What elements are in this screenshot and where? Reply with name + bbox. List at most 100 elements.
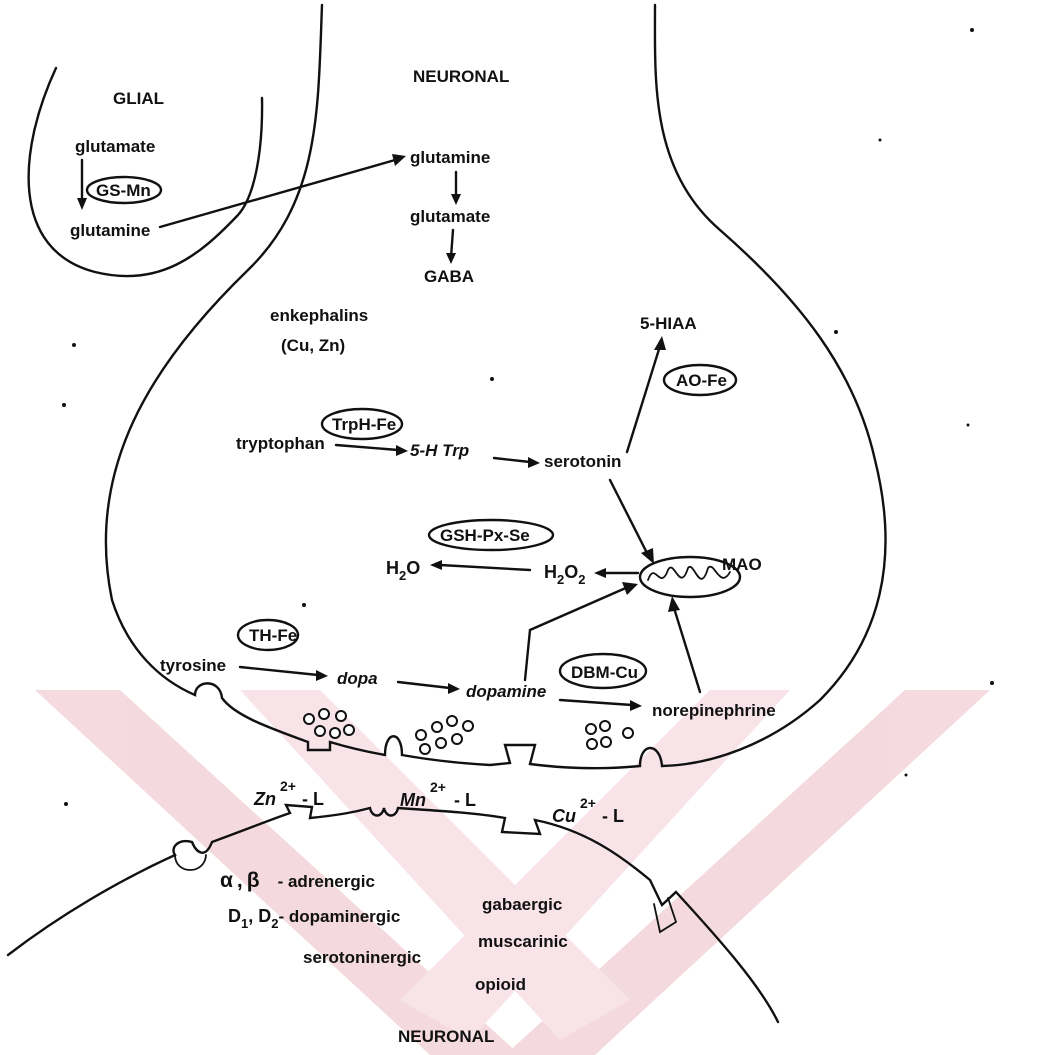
vesicle: [420, 744, 430, 754]
manganese-suffix: - L: [454, 790, 476, 810]
glial-conversion-arrowhead: [77, 198, 87, 210]
copper-charge: 2+: [580, 795, 596, 811]
d2-sub: 2: [271, 916, 278, 931]
speck: [879, 139, 882, 142]
alpha-symbol: α: [220, 869, 233, 892]
glutamine-to-glutamate-arrowhead: [451, 194, 461, 205]
vesicles-middle: [416, 716, 473, 754]
water-label: H2O: [386, 558, 420, 583]
postsynaptic-neuron-label: NEURONAL: [398, 1027, 494, 1046]
vesicle: [452, 734, 462, 744]
d-separator: , D: [248, 906, 271, 926]
manganese-ion: Mn: [400, 790, 426, 810]
peroxide-o-sub: 2: [578, 572, 585, 587]
water-o: O: [406, 558, 420, 578]
dopa-arrowhead: [448, 683, 460, 694]
trph-fe-enzyme: TrpH-Fe: [332, 415, 396, 434]
peroxide-o: O: [564, 562, 578, 582]
tryptophan-arrowhead: [396, 445, 408, 456]
vesicle: [416, 730, 426, 740]
dopamine-to-norepinephrine-arrowhead: [630, 700, 642, 711]
d1-sub: 1: [241, 916, 248, 931]
beta-symbol: β: [247, 869, 260, 892]
vesicle: [463, 721, 473, 731]
enkephalins-label: enkephalins: [270, 306, 368, 325]
speck: [834, 330, 838, 334]
copper-suffix: - L: [602, 806, 624, 826]
zinc-charge: 2+: [280, 778, 296, 794]
dopamine-label: dopamine: [466, 682, 546, 701]
peroxide-h-sub: 2: [557, 572, 564, 587]
opioid-receptor: opioid: [475, 975, 526, 994]
vesicle: [319, 709, 329, 719]
manganese-charge: 2+: [430, 779, 446, 795]
ao-fe-enzyme: AO-Fe: [676, 371, 727, 390]
tyrosine-arrow: [240, 667, 318, 675]
neuronal-glutamine: glutamine: [410, 148, 490, 167]
norepinephrine-to-mao-arrowhead: [668, 596, 680, 612]
presynaptic-membrane: [106, 5, 886, 768]
glial-label: GLIAL: [113, 89, 164, 108]
glutamate-to-gaba-arrow: [451, 230, 453, 257]
vesicle: [304, 714, 314, 724]
vesicles-right: [586, 721, 633, 749]
enkephalins-metals: (Cu, Zn): [281, 336, 345, 355]
speck: [967, 424, 970, 427]
glial-glutamine: glutamine: [70, 221, 150, 240]
vesicle: [601, 737, 611, 747]
vesicle: [600, 721, 610, 731]
serotonin-to-mao-arrow: [610, 480, 648, 555]
water-h: H: [386, 558, 399, 578]
vesicle: [587, 739, 597, 749]
serotonin-to-mao-arrowhead: [641, 548, 654, 564]
tyrosine-arrowhead: [316, 670, 328, 681]
tryptophan-arrow: [336, 445, 398, 450]
vesicle: [344, 725, 354, 735]
peroxide-to-water-arrowhead: [430, 560, 442, 570]
serotoninergic-receptor: serotoninergic: [303, 948, 421, 967]
mao-label: MAO: [722, 555, 762, 574]
5htrp-arrow: [494, 458, 530, 462]
tryptophan-label: tryptophan: [236, 434, 325, 453]
speck: [62, 403, 66, 407]
gs-mn-enzyme: GS-Mn: [96, 181, 151, 200]
vesicle: [447, 716, 457, 726]
gaba-label: GABA: [424, 267, 474, 286]
speck: [490, 377, 494, 381]
glial-glutamate: glutamate: [75, 137, 155, 156]
glutamate-to-gaba-arrowhead: [446, 253, 456, 264]
copper-ion: Cu: [552, 806, 576, 826]
gshpx-se-enzyme: GSH-Px-Se: [440, 526, 530, 545]
glutamine-transfer-arrowhead: [392, 154, 406, 166]
adrenergic-text: - adrenergic: [278, 872, 375, 891]
vesicle: [623, 728, 633, 738]
peroxide-h: H: [544, 562, 557, 582]
serotonin-to-5hiaa-arrowhead: [654, 336, 666, 350]
dopaminergic-text: - dopaminergic: [278, 907, 400, 926]
alpha-beta-separator: ,: [237, 869, 243, 892]
serotonin-label: serotonin: [544, 452, 621, 471]
serotonin-to-5hiaa-arrow: [627, 346, 660, 452]
receptor-pocket-left: [175, 855, 206, 870]
norepinephrine-label: norepinephrine: [652, 701, 776, 720]
norepinephrine-to-mao-arrow: [674, 608, 700, 692]
5hiaa-label: 5-HIAA: [640, 314, 697, 333]
gabaergic-receptor: gabaergic: [482, 895, 562, 914]
vesicle: [432, 722, 442, 732]
speck: [905, 774, 908, 777]
speck: [64, 802, 68, 806]
vesicle: [586, 724, 596, 734]
vesicle: [315, 726, 325, 736]
th-fe-enzyme: TH-Fe: [249, 626, 297, 645]
dopamine-to-norepinephrine-arrow: [560, 700, 632, 705]
d-symbol: D: [228, 906, 241, 926]
mao-to-peroxide-arrowhead: [594, 568, 606, 578]
speck: [970, 28, 974, 32]
vesicle: [436, 738, 446, 748]
muscarinic-receptor: muscarinic: [478, 932, 568, 951]
tyrosine-label: tyrosine: [160, 656, 226, 675]
water-h-sub: 2: [399, 568, 406, 583]
glutamine-transfer-arrow: [160, 160, 395, 227]
zinc-suffix: - L: [302, 789, 324, 809]
